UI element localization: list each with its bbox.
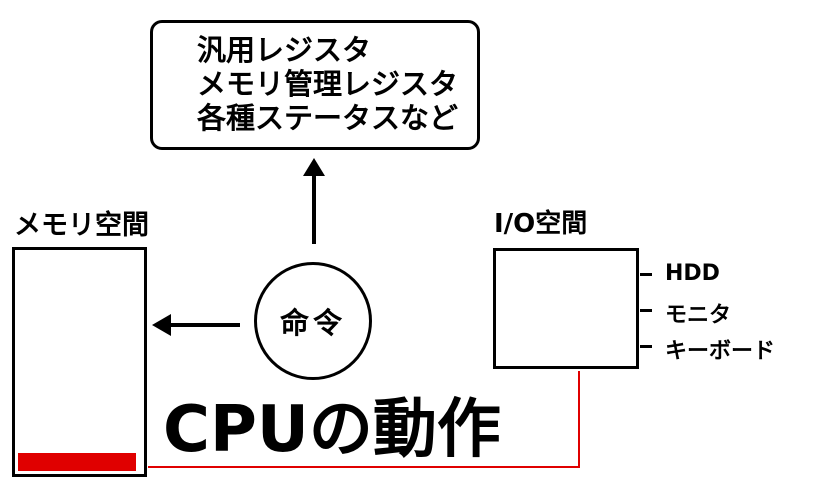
arrow-up-head: [303, 158, 325, 176]
instruction-circle: 命令: [254, 262, 372, 380]
memory-io-link: [148, 371, 580, 468]
device-label-keyboard: キーボード: [665, 339, 776, 364]
device-tick-hdd: [640, 273, 652, 276]
arrow-left-head: [152, 314, 171, 336]
device-label-hdd: HDD: [665, 261, 720, 286]
register-line-status: 各種ステータスなど: [197, 101, 459, 135]
memory-space-title: メモリ空間: [14, 210, 149, 241]
memory-used-region: [18, 453, 136, 471]
io-space-title: I/O空間: [494, 209, 588, 239]
register-box: 汎用レジスタ メモリ管理レジスタ 各種ステータスなど: [150, 20, 480, 150]
instruction-label: 命令: [279, 306, 346, 340]
register-line-general: 汎用レジスタ: [197, 33, 372, 67]
io-space-box: [493, 248, 639, 369]
device-tick-keyboard: [640, 345, 652, 348]
device-label-monitor: モニタ: [665, 303, 732, 328]
memory-space-box: [12, 247, 147, 477]
register-line-memory-management: メモリ管理レジスタ: [197, 67, 459, 101]
diagram-caption: CPUの動作: [163, 393, 501, 467]
device-tick-monitor: [640, 309, 652, 312]
